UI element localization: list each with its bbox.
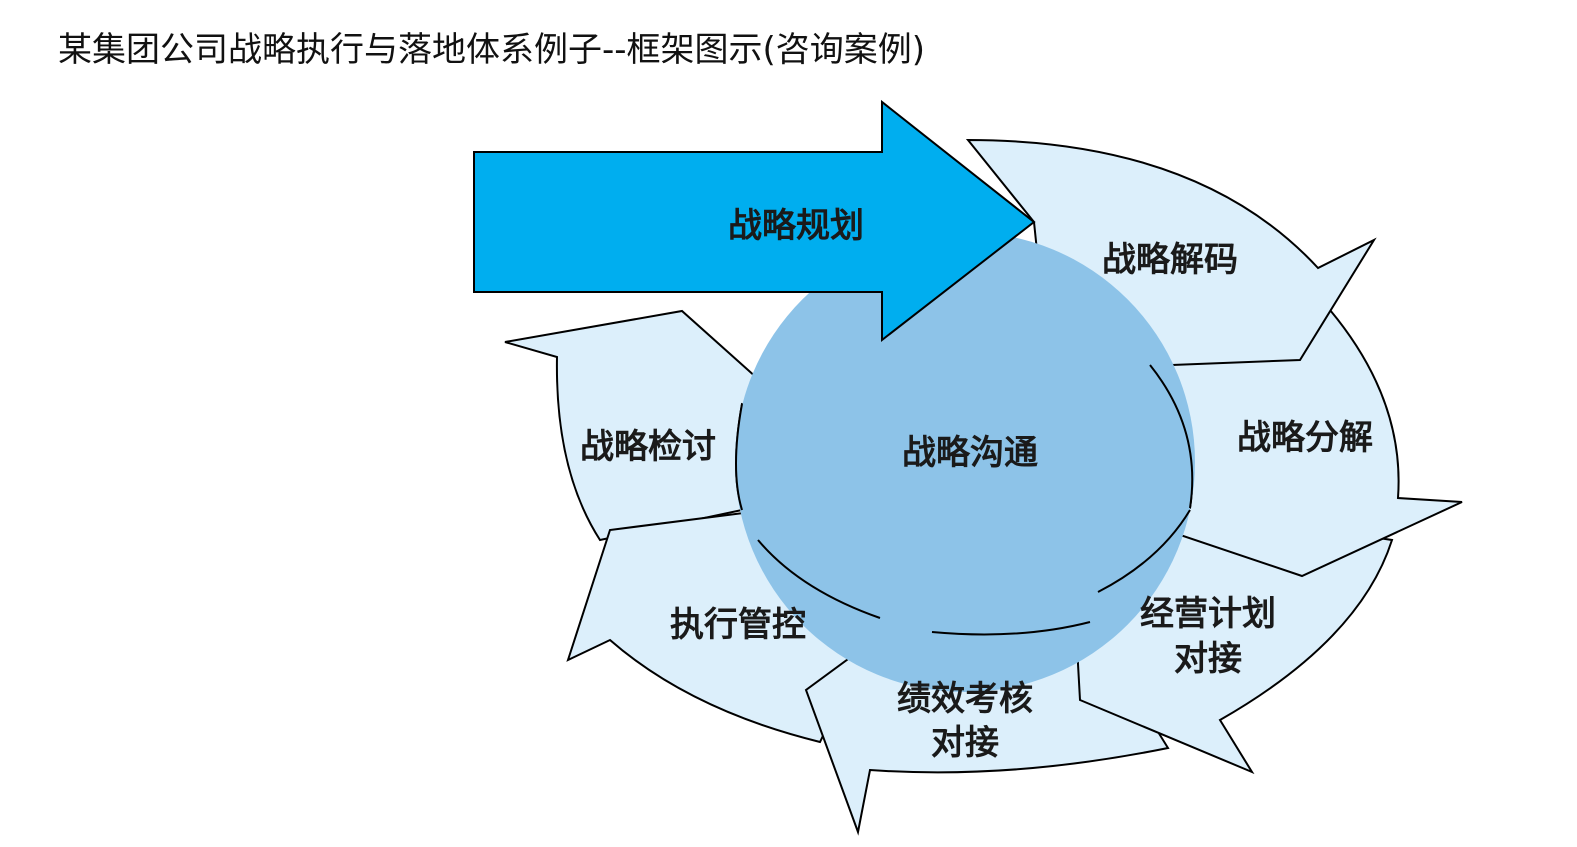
step-label-strategy-review: 战略检讨 [580, 427, 716, 467]
step-label-strategy-breakdown: 战略分解 [1237, 418, 1373, 458]
center-label: 战略沟通 [902, 433, 1038, 473]
step-label-operating-plan-1: 经营计划 [1140, 594, 1276, 634]
step-label-operating-plan-2: 对接 [1174, 639, 1242, 679]
step-label-performance-2: 对接 [931, 723, 999, 763]
arrow-outlines [735, 364, 1194, 636]
step-label-performance-1: 绩效考核 [897, 679, 1033, 719]
center-circle [735, 232, 1195, 692]
step-label-strategy-decoding: 战略解码 [1102, 240, 1238, 280]
page-title: 某集团公司战略执行与落地体系例子--框架图示(咨询案例) [58, 30, 926, 70]
input-arrow-strategy-planning [473, 99, 1036, 343]
step-label-execution-control: 执行管控 [670, 605, 806, 645]
input-arrow-label: 战略规划 [728, 206, 864, 246]
